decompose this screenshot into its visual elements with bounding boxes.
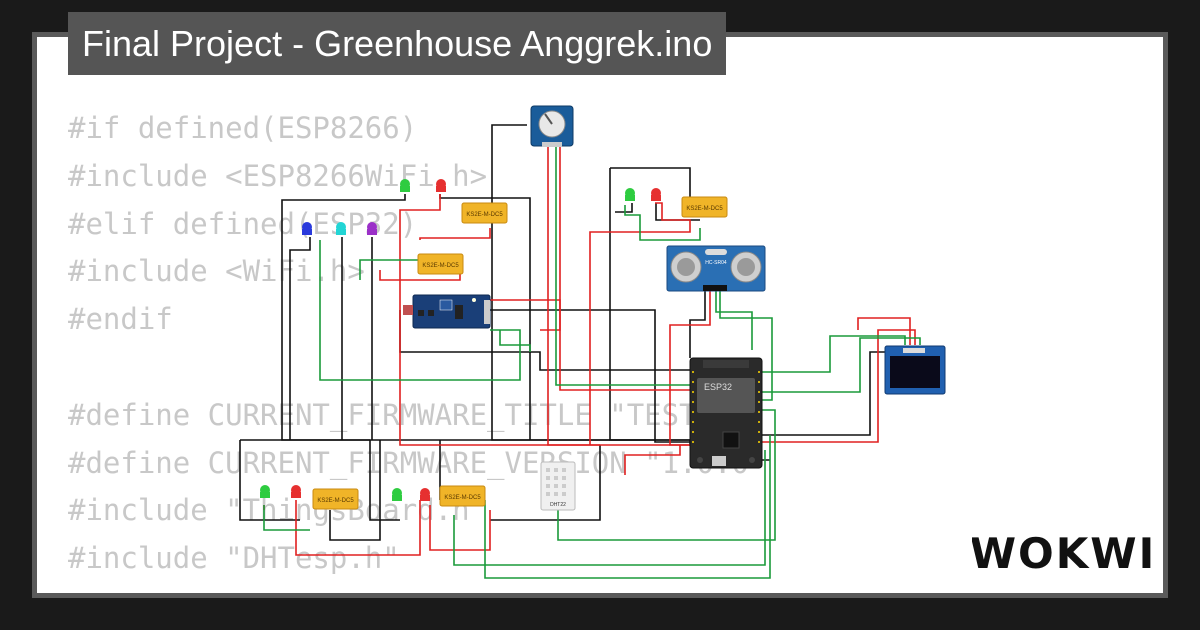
relay-2-label: KS2E-M-DC5 [422,263,459,269]
relay-3: KS2E-M-DC5 [681,196,728,218]
led-green-4 [392,488,402,501]
led-cyan [336,222,346,235]
ultrasonic-label: HC-SR04 [705,260,727,266]
esp32-label: ESP32 [704,382,732,392]
code-line-2: #include <ESP8266WiFi.h> [68,158,488,193]
code-line-1: #if defined(ESP8266) [68,111,418,145]
relay-5-label: KS2E-M-DC5 [444,495,481,501]
relay-2: KS2E-M-DC5 [417,253,464,275]
dht-label: DHT22 [550,502,566,508]
led-green-2 [625,188,635,201]
led-blue [302,222,312,235]
led-red-2 [651,188,661,201]
potentiometer-icon [530,105,574,147]
relay-1-label: KS2E-M-DC5 [466,212,503,218]
relay-5: KS2E-M-DC5 [439,485,486,507]
red-wires [263,147,916,556]
led-icon [260,179,661,501]
relay-icon: KS2E-M-DC5 KS2E-M-DC5 KS2E-M-DC5 KS2E-M-… [312,196,728,510]
dht22-sensor-icon: DHT22 [540,461,576,511]
relay-4: KS2E-M-DC5 [312,488,359,510]
wires [239,124,921,579]
oled-display-icon [884,345,946,395]
led-purple [367,222,377,235]
led-red-1 [436,179,446,192]
sensor-module-icon [403,294,491,329]
ultrasonic-sensor-icon: HC-SR04 [666,245,766,292]
led-green-3 [260,485,270,498]
wokwi-logo: WOKWI [972,529,1154,578]
wokwi-logo-text: WOKWI [972,529,1154,578]
code-line-10: #include "DHTesp.h" [68,541,400,576]
relay-1: KS2E-M-DC5 [461,202,508,224]
led-red-3 [291,485,301,498]
led-red-4 [420,488,430,501]
project-title: Final Project - Greenhouse Anggrek.ino [68,12,727,75]
relay-4-label: KS2E-M-DC5 [317,498,354,504]
code-line-5: #endif [68,302,173,337]
led-green-1 [400,179,410,192]
relay-3-label: KS2E-M-DC5 [686,206,723,212]
code-line-11: #include <Wire.h> [68,583,766,593]
green-wires [263,147,921,579]
esp32-board-icon: ESP32 [689,357,763,469]
